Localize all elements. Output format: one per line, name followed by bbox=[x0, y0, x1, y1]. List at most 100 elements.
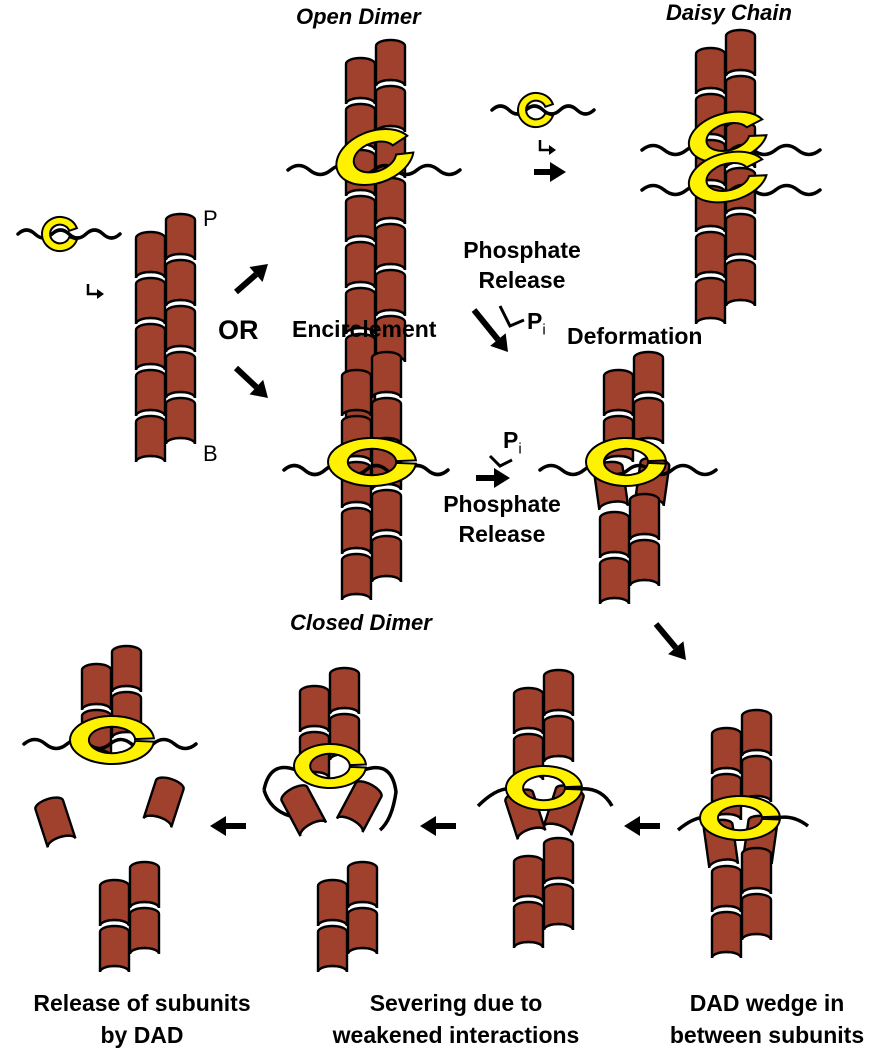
actin-subunit-edge bbox=[374, 262, 407, 271]
phosphate-release-top-label: Phosphate Release bbox=[442, 235, 602, 295]
hook-right bbox=[538, 140, 556, 155]
actin-subunit-edge bbox=[335, 815, 364, 833]
actin-subunit-edge bbox=[516, 826, 547, 840]
dad-tail bbox=[286, 163, 462, 177]
fh2-ring bbox=[41, 216, 79, 252]
actin-subunit-edge bbox=[694, 270, 727, 279]
phosphate-release-top-line-2: Release bbox=[478, 267, 566, 293]
barbed-end-label: B bbox=[203, 441, 218, 466]
actin-subunit-edge bbox=[164, 344, 197, 353]
actin-subunit-edge bbox=[346, 900, 379, 909]
actin-subunit-edge bbox=[724, 252, 757, 261]
actin-subunit-edge bbox=[710, 950, 743, 959]
actin-subunit bbox=[280, 784, 328, 837]
pi-hook-top bbox=[498, 305, 525, 328]
fh2-ring bbox=[687, 150, 768, 204]
actin-subunit-edge bbox=[134, 408, 167, 417]
closed-dimer-filament bbox=[282, 350, 450, 601]
open-dimer-title: Open Dimer bbox=[296, 4, 421, 29]
caption-wedge-line-2: between subunits bbox=[669, 1022, 865, 1048]
caption-release-line-2: by DAD bbox=[100, 1022, 184, 1048]
phosphate-release-top-line-1: Phosphate bbox=[463, 237, 581, 263]
actin-subunit-edge bbox=[542, 822, 573, 836]
actin-subunit-edge bbox=[708, 858, 740, 868]
actin-subunit-edge bbox=[694, 316, 727, 325]
actin-subunit-edge bbox=[710, 904, 743, 913]
actin-subunit-edge bbox=[370, 574, 403, 583]
actin-subunit-edge bbox=[346, 946, 379, 955]
actin-subunit-edge bbox=[370, 528, 403, 537]
fh2-ring bbox=[505, 765, 584, 811]
actin-subunit-edge bbox=[628, 532, 661, 541]
caption-release: Release of subunits by DAD bbox=[0, 987, 284, 1050]
actin-subunit-edge bbox=[134, 270, 167, 279]
actin-subunit-edge bbox=[724, 206, 757, 215]
fh2-ring bbox=[335, 128, 415, 186]
dad-tail bbox=[538, 463, 718, 477]
deformation-label: Deformation bbox=[567, 323, 703, 349]
dad-tail bbox=[16, 228, 122, 240]
caption-wedge-line-1: DAD wedge in bbox=[689, 990, 845, 1016]
closed-dimer-title: Closed Dimer bbox=[290, 610, 432, 635]
actin-subunit-edge bbox=[128, 900, 161, 909]
actin-subunit-edge bbox=[740, 886, 773, 895]
actin-subunit-edge bbox=[110, 684, 143, 693]
pointed-end-label: P bbox=[203, 206, 218, 231]
severing-filament bbox=[476, 668, 614, 949]
free-formin-right bbox=[490, 92, 596, 128]
caption-severing-line-1: Severing due to bbox=[369, 990, 543, 1016]
daisy-chain-filament bbox=[640, 28, 822, 325]
initial-filament bbox=[134, 212, 197, 463]
arrow-head bbox=[624, 816, 640, 836]
actin-subunit-edge bbox=[602, 408, 635, 417]
actin-subunit-edge bbox=[542, 876, 575, 885]
actin-subunit-edge bbox=[316, 918, 349, 927]
actin-subunit-edge bbox=[628, 578, 661, 587]
hook-left bbox=[86, 284, 104, 299]
actin-subunit-edge bbox=[134, 454, 167, 463]
actin-subunit-edge bbox=[128, 946, 161, 955]
actin-subunit-edge bbox=[164, 390, 197, 399]
actin-subunit-edge bbox=[46, 834, 77, 848]
arrows bbox=[210, 162, 686, 836]
actin-subunit-edge bbox=[340, 408, 373, 417]
actin-subunit-edge bbox=[598, 550, 631, 559]
dad-tail bbox=[22, 737, 198, 751]
actin-subunit-edge bbox=[164, 436, 197, 445]
actin-subunit-edge bbox=[632, 390, 665, 399]
actin-subunit-edge bbox=[164, 252, 197, 261]
actin-subunit-edge bbox=[724, 68, 757, 77]
actin-subunit-edge bbox=[542, 754, 575, 763]
actin-subunit-edge bbox=[316, 964, 349, 973]
weakened-filament bbox=[262, 666, 398, 973]
pi-mid-label: Pi bbox=[503, 427, 522, 458]
pi-top-letter: P bbox=[527, 308, 543, 334]
caption-release-line-1: Release of subunits bbox=[33, 990, 251, 1016]
actin-subunit-edge bbox=[299, 819, 328, 837]
caption-wedge: DAD wedge in between subunits bbox=[656, 987, 878, 1050]
dad-tail bbox=[262, 765, 398, 832]
actin-subunit-edge bbox=[694, 224, 727, 233]
actin-subunit-edge bbox=[80, 702, 113, 711]
arrow-head bbox=[550, 162, 566, 182]
daisy-chain-title: Daisy Chain bbox=[666, 0, 792, 25]
phosphate-release-mid-line-2: Release bbox=[458, 521, 546, 547]
arrow-head bbox=[494, 468, 510, 488]
actin-subunit-edge bbox=[512, 726, 545, 735]
or-label: OR bbox=[218, 315, 259, 345]
phosphate-release-mid-label: Phosphate Release bbox=[422, 489, 582, 549]
actin-subunit-edge bbox=[344, 188, 377, 197]
pi-top-label: Pi bbox=[527, 308, 546, 339]
actin-subunit-edge bbox=[344, 280, 377, 289]
arrow-head bbox=[249, 264, 268, 283]
arrow-head bbox=[210, 816, 226, 836]
arrow-head bbox=[249, 379, 268, 398]
actin-subunit-edge bbox=[344, 326, 377, 335]
fh2-ring bbox=[293, 743, 368, 789]
hook-arrow bbox=[538, 140, 552, 152]
fh2-ring bbox=[69, 715, 156, 765]
hook-arrow bbox=[86, 284, 100, 296]
release-filament bbox=[22, 644, 198, 973]
actin-subunit-edge bbox=[374, 308, 407, 317]
actin-subunit-edge bbox=[164, 298, 197, 307]
